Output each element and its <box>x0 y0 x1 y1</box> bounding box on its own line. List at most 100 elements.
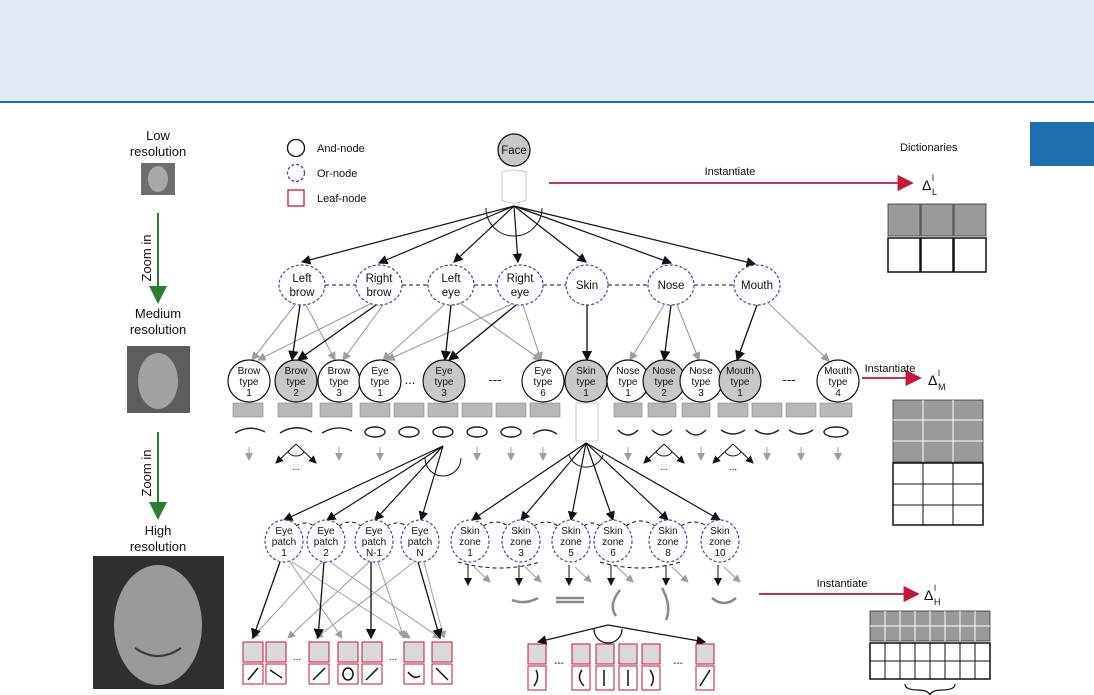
svg-text:2: 2 <box>323 548 329 559</box>
svg-text:type: type <box>619 377 638 388</box>
zoom-in-label-1: Zoom in <box>139 235 154 282</box>
medium-resolution-label-2: resolution <box>130 322 186 337</box>
svg-text:3: 3 <box>441 388 447 399</box>
svg-text:Eye: Eye <box>435 366 453 377</box>
svg-text:zone: zone <box>709 537 731 548</box>
skin-zone-strokes <box>511 587 737 621</box>
or-node-nose <box>647 264 695 306</box>
svg-text:4: 4 <box>835 388 841 399</box>
svg-text:10: 10 <box>714 548 726 559</box>
type-down-arrows <box>245 447 842 461</box>
or-node-right-brow <box>355 264 403 306</box>
svg-text:1: 1 <box>583 388 589 399</box>
eye-patch-labels: Eye patch 1 Eye patch 2 Eye patch N-1 Ey… <box>272 526 432 559</box>
eye-leaf-alt-edges <box>251 561 447 639</box>
delta-sup-medium: l <box>938 368 940 378</box>
svg-text:Eye: Eye <box>371 366 389 377</box>
or-selected-edges <box>288 304 758 362</box>
svg-text:8: 8 <box>665 548 671 559</box>
face-root-node <box>497 133 531 167</box>
or-node-right-eye <box>496 264 544 306</box>
svg-text:Brow: Brow <box>238 366 262 377</box>
svg-text:N-1: N-1 <box>366 548 383 559</box>
high-resolution-face-mouth <box>134 647 182 657</box>
face-root-sketch <box>501 169 527 204</box>
eye-leaf-ellipsis-1: ... <box>293 652 301 663</box>
svg-text:type: type <box>435 377 454 388</box>
svg-text:Brow: Brow <box>328 366 352 377</box>
eye-patch-arcs <box>295 521 408 527</box>
skin-zone-nodes <box>450 519 740 563</box>
svg-text:type: type <box>287 377 306 388</box>
svg-text:patch: patch <box>408 537 432 548</box>
svg-text:1: 1 <box>246 388 252 399</box>
svg-text:zone: zone <box>560 537 582 548</box>
svg-text:type: type <box>692 377 711 388</box>
or-node-right-brow-l2: brow <box>367 287 393 299</box>
svg-text:patch: patch <box>314 537 338 548</box>
eye-type-6-node <box>521 359 565 403</box>
or-node-right-brow-l1: Right <box>366 273 394 285</box>
svg-text:Brow: Brow <box>285 366 309 377</box>
or-node-nose-label: Nose <box>658 280 685 292</box>
instantiate-label-medium: Instantiate <box>865 363 916 375</box>
skin-leaf-dashes-2: --- <box>673 658 683 669</box>
low-resolution-label-1: Low <box>146 128 170 143</box>
dashes-mouth-types: --- <box>783 372 796 387</box>
svg-text:3: 3 <box>518 548 524 559</box>
or-node-mouth <box>733 264 781 306</box>
delta-symbol-high: Δ <box>924 587 933 603</box>
small-and-branches <box>275 443 754 464</box>
mouth-type-1-node <box>718 359 762 403</box>
svg-text:Skin: Skin <box>710 526 729 537</box>
legend-leaf-node-icon <box>287 189 305 207</box>
svg-text:3: 3 <box>336 388 342 399</box>
or-node-left-eye-l1: Left <box>441 273 461 285</box>
type-node-labels: Brow type 1 Brow type 2 Brow type 3 Eye … <box>238 366 852 399</box>
svg-text:5: 5 <box>568 548 574 559</box>
or-node-right-eye-l2: eye <box>511 287 530 299</box>
high-resolution-label-2: resolution <box>130 539 186 554</box>
zoom-in-label-2: Zoom in <box>139 450 154 497</box>
or-node-mouth-label: Mouth <box>741 280 773 292</box>
svg-text:Eye: Eye <box>411 526 429 537</box>
svg-text:1: 1 <box>467 548 473 559</box>
svg-text:Skin: Skin <box>576 366 595 377</box>
eye-leaf-selected-edges <box>251 561 443 640</box>
ellipsis-mouth-sub: ... <box>729 462 737 473</box>
ellipsis-brow-sub: ... <box>292 462 300 473</box>
eye-and-arc <box>424 457 462 477</box>
eye-leaf-strokes <box>247 667 449 681</box>
low-resolution-face-shape <box>148 166 168 192</box>
svg-text:type: type <box>829 377 848 388</box>
svg-text:zone: zone <box>657 537 679 548</box>
header-band <box>0 0 1094 103</box>
svg-text:Mouth: Mouth <box>824 366 852 377</box>
skin-leaf-strokes <box>533 669 711 687</box>
ellipsis-eye-types: ... <box>405 372 416 387</box>
svg-text:Eye: Eye <box>365 526 383 537</box>
svg-text:1: 1 <box>737 388 743 399</box>
dictionaries-title: Dictionaries <box>900 142 958 154</box>
or-node-skin-label: Skin <box>576 280 598 292</box>
svg-text:Skin: Skin <box>658 526 677 537</box>
svg-text:3: 3 <box>698 388 704 399</box>
legend-or-node-label: Or-node <box>317 168 357 180</box>
dictionary-high <box>869 610 991 695</box>
svg-text:2: 2 <box>293 388 299 399</box>
delta-sub-low: L <box>932 187 937 197</box>
type-patch-images <box>232 402 853 442</box>
svg-text:1: 1 <box>377 388 383 399</box>
svg-text:zone: zone <box>510 537 532 548</box>
svg-text:zone: zone <box>602 537 624 548</box>
ellipsis-nose-sub: ... <box>660 462 668 473</box>
svg-text:type: type <box>371 377 390 388</box>
brow-type-1-node <box>227 359 271 403</box>
or-node-left-brow <box>278 264 326 306</box>
eye-leaf-nodes <box>242 641 453 685</box>
or-node-right-eye-l1: Right <box>507 273 535 285</box>
svg-text:type: type <box>577 377 596 388</box>
dictionary-low <box>887 203 987 273</box>
delta-sub-medium: M <box>938 382 946 392</box>
legend-and-node-label: And-node <box>317 143 365 155</box>
